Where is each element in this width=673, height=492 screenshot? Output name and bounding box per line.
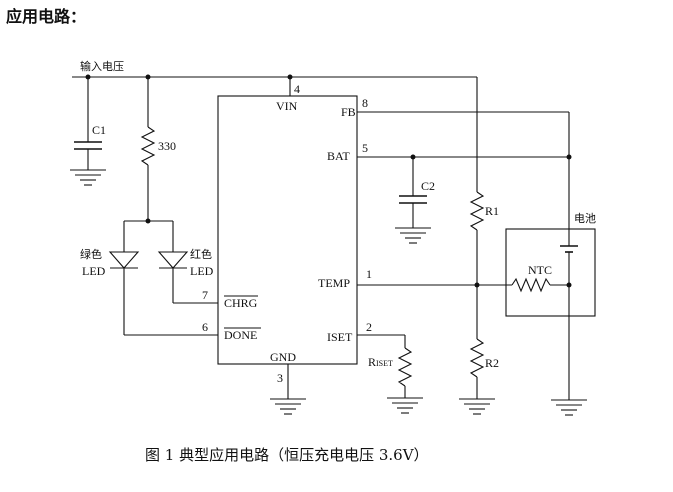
r1-label: R1 [485,204,499,218]
pin-gnd-label: GND [270,350,296,364]
pin-gnd-number: 3 [277,371,283,385]
pin-fb-number: 8 [362,96,368,110]
pin-done-number: 6 [202,320,208,334]
resistor-riset: RISET [357,334,423,414]
led-red: 红色 LED [157,247,218,304]
led-red-label-led: LED [190,264,214,278]
pin-temp-label: TEMP [318,276,350,290]
c1-label: C1 [92,123,106,137]
battery-pack-box [505,228,596,317]
capacitor-c2: C2 [395,157,435,244]
temp-net: NTC [357,263,572,293]
pin-fb-label: FB [341,105,356,119]
resistor-330-label: 330 [158,139,176,153]
ic-body [217,95,358,365]
pin-vin-number: 4 [294,82,300,96]
figure-caption: 图 1 典型应用电路（恒压充电电压 3.6V） [145,446,429,464]
led-pair: 绿色 LED 红色 LED [80,220,218,336]
r2-label: R2 [485,356,499,370]
capacitor-c1: C1 [70,77,106,186]
pin-iset-number: 2 [366,320,372,334]
pin-bat-number: 5 [362,141,368,155]
led-green: 绿色 LED [80,247,218,336]
section-title: 应用电路： [6,7,86,26]
pin-iset-label: ISET [327,330,353,344]
led-green-label-color: 绿色 [80,247,102,261]
c2-label: C2 [421,179,435,193]
battery-pack: 电池 [505,157,596,416]
resistor-330: 330 [140,77,176,224]
fb-bat-wiring [357,111,572,160]
resistor-r1: R1 [469,191,499,339]
pin-chrg-number: 7 [202,288,208,302]
input-rail: 输入电压 [72,59,478,192]
input-voltage-label: 输入电压 [80,59,124,73]
pin-bat-label: BAT [327,149,350,163]
ntc-label: NTC [528,263,552,277]
pin-vin-label: VIN [276,99,298,113]
led-red-label-color: 红色 [190,247,212,261]
battery-label: 电池 [574,212,596,225]
riset-label: RISET [368,355,393,369]
pin-chrg-label: CHRG [224,296,258,310]
pin-temp-number: 1 [366,267,372,281]
ic-pins: 4 VIN FB 8 BAT 5 TEMP 1 CHRG 7 DONE 6 IS… [202,82,372,385]
resistor-r2: R2 [459,338,499,415]
pin-done-label: DONE [224,328,257,342]
ic-ground [270,364,306,415]
led-green-label-led: LED [82,264,106,278]
